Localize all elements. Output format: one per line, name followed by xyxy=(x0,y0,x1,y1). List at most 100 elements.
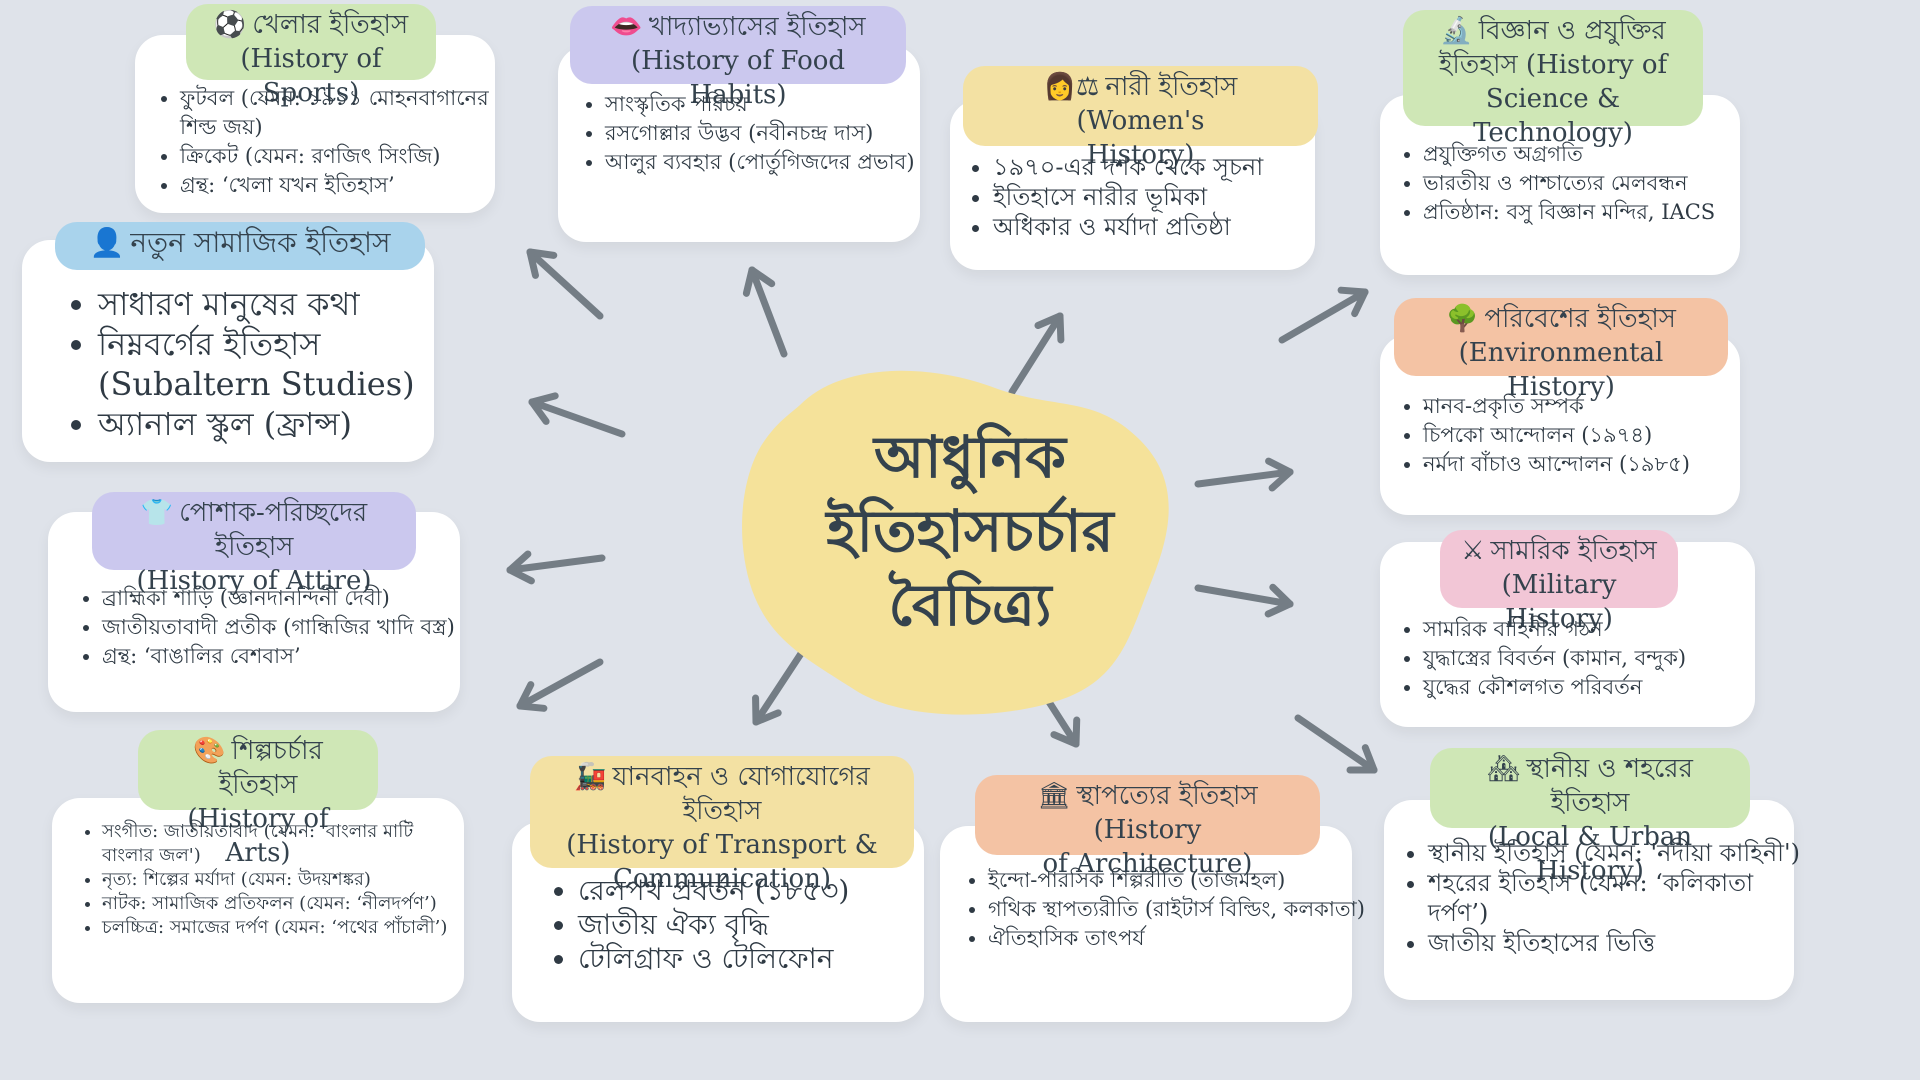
science-tag: 🔬বিজ্ঞান ও প্রযুক্তির ইতিহাস (History of… xyxy=(1403,10,1703,148)
list-item: ইতিহাসে নারীর ভূমিকা xyxy=(993,182,1338,212)
building-icon: 🏛 xyxy=(1037,781,1071,811)
arts-card xyxy=(52,798,464,1003)
list-item: জাতীয় ইতিহাসের ভিত্তি xyxy=(1428,928,1818,958)
architecture-points: ইন্দো-পারসিক শিল্পরীতি (তাজমহল) গথিক স্থ… xyxy=(958,866,1373,953)
list-item: রেলপথ প্রবর্তন (১৮৫৩) xyxy=(578,874,948,908)
list-item: যুদ্ধের কৌশলগত পরিবর্তন xyxy=(1423,673,1778,702)
social-points: সাধারণ মানুষের কথা নিম্নবর্গের ইতিহাস (S… xyxy=(68,284,458,444)
arrow-to-women xyxy=(1008,312,1065,396)
list-item: রসগোল্লার উদ্ভব (নবীনচন্দ্র দাস) xyxy=(605,119,935,148)
list-item: স্থানীয় ইতিহাস (যেমন: 'নদীয়া কাহিনী') xyxy=(1428,838,1818,868)
list-item: ব্রাহ্মিকা শাড়ি (জ্ঞানদানন্দিনী দেবী) xyxy=(102,584,482,613)
environment-title: পরিবেশের ইতিহাস xyxy=(1484,304,1676,334)
sports-title: খেলার ইতিহাস xyxy=(252,10,409,40)
women-title: নারী ইতিহাস (Women's xyxy=(1076,72,1238,136)
women-subtitle: History) xyxy=(1086,140,1195,170)
list-item: যুদ্ধাস্ত্রের বিবর্তন (কামান, বন্দুক) xyxy=(1423,644,1778,673)
food-title: খাদ্যাভ্যাসের ইতিহাস xyxy=(648,12,866,42)
sports-tag: ⚽খেলার ইতিহাস (History of Sports) xyxy=(186,4,436,108)
arts-tag: 🎨শিল্পচর্চার ইতিহাস (History of Arts) xyxy=(138,730,378,868)
list-item: গথিক স্থাপত্যরীতি (রাইটার্স বিল্ডিং, কলক… xyxy=(988,895,1373,924)
list-item: ১৯৭০-এর দশক থেকে সূচনা xyxy=(993,152,1338,182)
arrow-to-local xyxy=(1294,714,1378,774)
food-subtitle: (History of Food Habits) xyxy=(630,46,846,110)
list-item: সংগীত: জাতীয়তাবাদ (যেমন: 'বাংলার মাটি ব… xyxy=(102,820,462,868)
arrow-to-science xyxy=(1278,286,1369,344)
arrow-to-social xyxy=(528,392,626,438)
social-tag: 👤নতুন সামাজিক ইতিহাস xyxy=(55,222,425,270)
military-title: সামরিক ইতিহাস xyxy=(1490,536,1657,566)
military-tag: ⚔সামরিক ইতিহাস (Military History) xyxy=(1440,530,1678,634)
list-item: অ্যানাল স্কুল (ফ্রান্স) xyxy=(98,404,458,444)
arts-subtitle: (History of Arts) xyxy=(187,804,329,868)
swords-icon: ⚔ xyxy=(1461,536,1485,566)
science-subtitle: ইতিহাস (History of xyxy=(1438,50,1668,80)
list-item: ক্রিকেট (যেমন: রণজিৎ সিংজি) xyxy=(180,142,525,171)
list-item: নর্মদা বাঁচাও আন্দোলন (১৯৮৫) xyxy=(1423,450,1763,479)
military-points: সামরিক বাহিনীর গঠন যুদ্ধাস্ত্রের বিবর্তন… xyxy=(1393,615,1778,702)
transport-subtitle: (History of Transport & xyxy=(566,830,878,860)
local-card xyxy=(1384,800,1794,1000)
arts-title: শিল্পচর্চার ইতিহাস xyxy=(218,736,323,800)
attire-subtitle: (History of Attire) xyxy=(136,566,372,596)
list-item: ঐতিহাসিক তাৎপর্য xyxy=(988,924,1373,953)
arrow-to-military xyxy=(1194,583,1294,618)
environment-tag: 🌳পরিবেশের ইতিহাস (Environmental History) xyxy=(1394,298,1728,402)
list-item: সাংস্কৃতিক পরিচয় xyxy=(605,90,935,119)
science-title: বিজ্ঞান ও প্রযুক্তির xyxy=(1478,16,1666,46)
attire-points: ব্রাহ্মিকা শাড়ি (জ্ঞানদানন্দিনী দেবী) জ… xyxy=(72,584,482,671)
list-item: আলুর ব্যবহার (পোর্তুগিজদের প্রভাব) xyxy=(605,148,935,177)
list-item: জাতীয়তাবাদী প্রতীক (গান্ধিজির খাদি বস্ত… xyxy=(102,613,482,642)
list-item: সাধারণ মানুষের কথা xyxy=(98,284,458,324)
list-item: ইন্দো-পারসিক শিল্পরীতি (তাজমহল) xyxy=(988,866,1373,895)
social-title: নতুন সামাজিক ইতিহাস xyxy=(130,226,391,259)
football-icon: ⚽ xyxy=(213,10,247,40)
transport-subtitle-2: Communication) xyxy=(612,864,832,894)
science-subtitle-2: Science & Technology) xyxy=(1473,84,1633,148)
transport-tag: 🚂যানবাহন ও যোগাযোগের ইতিহাস (History of … xyxy=(530,756,914,894)
list-item: নাটক: সামাজিক প্রতিফলন (যেমন: ‘নীলদর্পণ’… xyxy=(102,892,462,916)
local-subtitle: (Local & Urban History) xyxy=(1487,822,1693,886)
arrow-to-environment xyxy=(1194,457,1294,492)
list-item: প্রতিষ্ঠান: বসু বিজ্ঞান মন্দির, IACS xyxy=(1423,198,1763,227)
food-points: সাংস্কৃতিক পরিচয় রসগোল্লার উদ্ভব (নবীনচ… xyxy=(575,90,935,177)
local-points: স্থানীয় ইতিহাস (যেমন: 'নদীয়া কাহিনী') … xyxy=(1398,838,1818,958)
architecture-card xyxy=(940,826,1352,1022)
attire-title: পোশাক-পরিচ্ছদের ইতিহাস xyxy=(179,498,368,562)
local-tag: 🏘স্থানীয় ও শহরের ইতিহাস (Local & Urban … xyxy=(1430,748,1750,886)
science-points: প্রযুক্তিগত অগ্রগতি ভারতীয় ও পাশ্চাত্যে… xyxy=(1393,140,1763,227)
person-icon: 👤 xyxy=(89,226,125,259)
list-item: গ্রন্থ: ‘খেলা যখন ইতিহাস’ xyxy=(180,171,525,200)
arrow-to-arts xyxy=(516,658,604,712)
arrow-to-food xyxy=(742,266,788,358)
women-tag: 👩⚖নারী ইতিহাস (Women's History) xyxy=(963,66,1318,170)
list-item: টেলিগ্রাফ ও টেলিফোন xyxy=(578,942,948,976)
lips-icon: 👄 xyxy=(610,12,643,42)
list-item: নিম্নবর্গের ইতিহাস (Subaltern Studies) xyxy=(98,324,458,404)
arrow-to-attire xyxy=(506,550,606,585)
list-item: সামরিক বাহিনীর গঠন xyxy=(1423,615,1778,644)
sports-points: ফুটবল (যেমন: ১৯১১ মোহনবাগানের শিল্ড জয়)… xyxy=(150,84,525,200)
list-item: প্রযুক্তিগত অগ্রগতি xyxy=(1423,140,1763,169)
architecture-tag: 🏛স্থাপত্যের ইতিহাস (History of Architect… xyxy=(975,775,1320,879)
list-item: নৃত্য: শিল্পের মর্যাদা (যেমন: উদয়শঙ্কর) xyxy=(102,868,462,892)
food-tag: 👄খাদ্যাভ্যাসের ইতিহাস (History of Food H… xyxy=(570,6,906,110)
list-item: চলচ্চিত্র: সমাজের দর্পণ (যেমন: ‘পথের পাঁ… xyxy=(102,916,462,940)
list-item: অধিকার ও মর্যাদা প্রতিষ্ঠা xyxy=(993,212,1338,242)
list-item: মানব-প্রকৃতি সম্পর্ক xyxy=(1423,392,1763,421)
architecture-subtitle: of Architecture) xyxy=(1042,849,1253,879)
arrow-to-transport xyxy=(752,642,810,726)
microscope-icon: 🔬 xyxy=(1440,16,1473,46)
local-title: স্থানীয় ও শহরের ইতিহাস xyxy=(1526,754,1693,818)
list-item: চিপকো আন্দোলন (১৯৭৪) xyxy=(1423,421,1763,450)
arrow-to-architecture xyxy=(1022,662,1081,748)
women-points: ১৯৭০-এর দশক থেকে সূচনা ইতিহাসে নারীর ভূম… xyxy=(963,152,1338,242)
social-card xyxy=(22,240,434,462)
woman-scales-icon: 👩⚖ xyxy=(1043,72,1100,102)
list-item: গ্রন্থ: ‘বাঙালির বেশবাস’ xyxy=(102,642,482,671)
tree-icon: 🌳 xyxy=(1446,304,1479,334)
houses-icon: 🏘 xyxy=(1487,754,1521,784)
list-item: ফুটবল (যেমন: ১৯১১ মোহনবাগানের শিল্ড জয়) xyxy=(180,84,525,142)
list-item: শহরের ইতিহাস (যেমন: ‘কলিকাতা দর্পণ’) xyxy=(1428,868,1818,928)
transport-points: রেলপথ প্রবর্তন (১৮৫৩) জাতীয় ঐক্য বৃদ্ধি… xyxy=(548,874,948,976)
